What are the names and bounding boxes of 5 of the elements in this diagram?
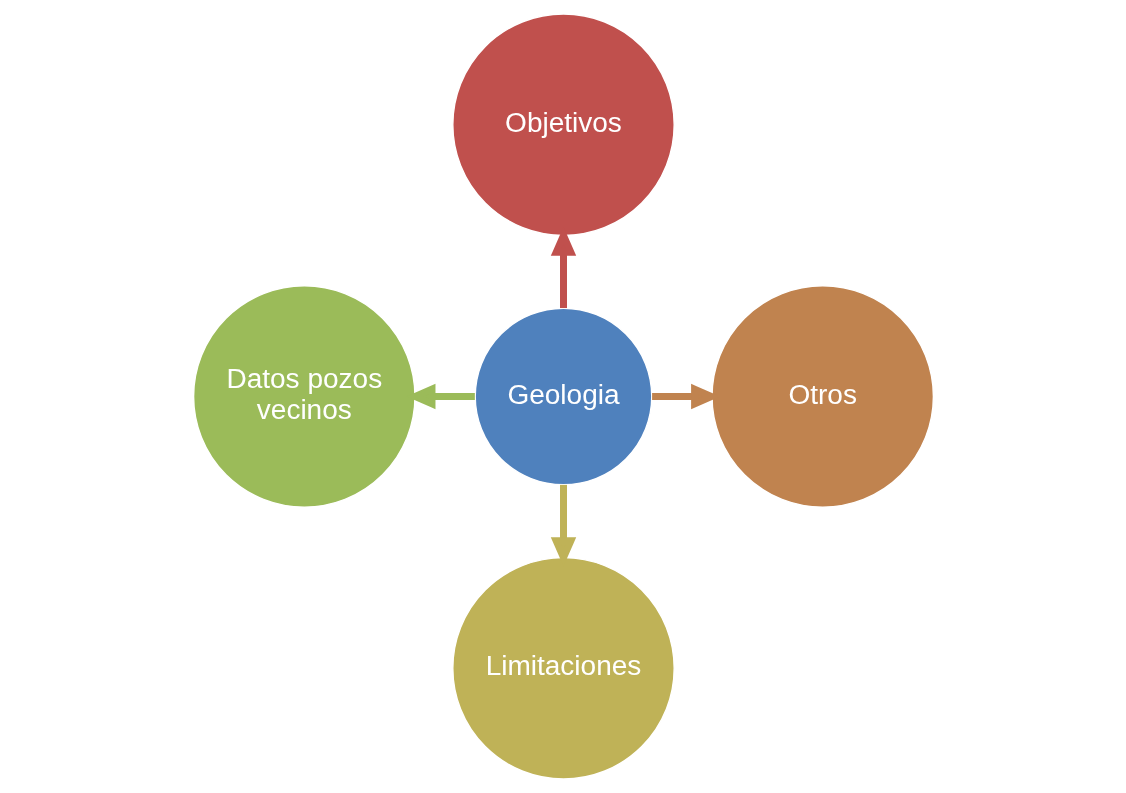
node-circle: Otros xyxy=(710,285,934,508)
node-circle: Datos pozos vecinos xyxy=(192,285,416,508)
node-circle: Geologia xyxy=(474,307,652,486)
node-circle: Limitaciones xyxy=(451,556,675,780)
node-circle: Objetivos xyxy=(451,13,675,237)
